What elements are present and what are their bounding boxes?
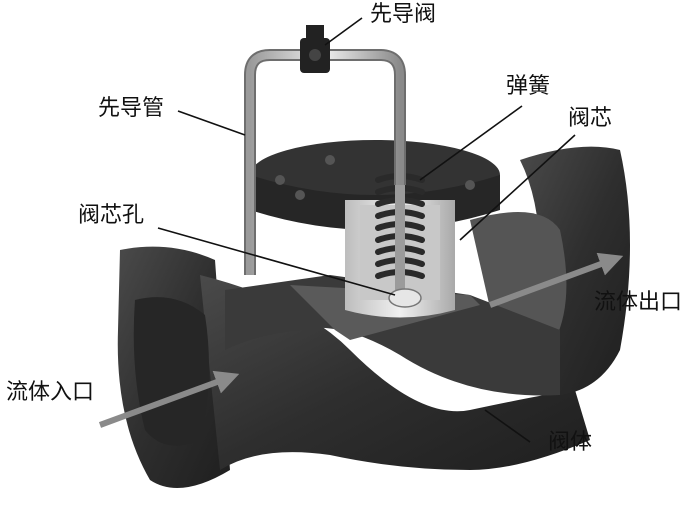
valve-body — [117, 146, 630, 488]
inlet-cavity — [133, 297, 209, 446]
label-fluid-outlet: 流体出口 — [594, 290, 683, 315]
arrow-right-icon — [488, 252, 624, 308]
leader-pilot-pipe — [177, 110, 246, 136]
label-spool-hole: 阀芯孔 — [78, 203, 145, 228]
bolt-icon — [325, 155, 335, 165]
label-spool: 阀芯 — [568, 106, 613, 131]
bolt-icon — [295, 190, 305, 200]
arrow-right-icon — [98, 370, 240, 428]
leader-spool-hole — [157, 227, 396, 296]
leader-lines — [157, 17, 576, 443]
label-pilot-valve: 先导阀 — [370, 2, 437, 27]
leader-spring — [419, 105, 523, 181]
leader-valve-body — [484, 409, 531, 443]
pilot-valve — [300, 25, 330, 73]
leader-pilot-valve — [324, 17, 363, 46]
label-valve-body: 阀体 — [548, 430, 593, 455]
label-pilot-pipe: 先导管 — [98, 96, 165, 121]
bolt-icon — [465, 180, 475, 190]
leader-spool — [459, 134, 576, 241]
label-spring: 弹簧 — [506, 74, 551, 99]
spool-hole — [388, 288, 422, 308]
bolt-icon — [275, 175, 285, 185]
label-fluid-inlet: 流体入口 — [6, 380, 95, 405]
